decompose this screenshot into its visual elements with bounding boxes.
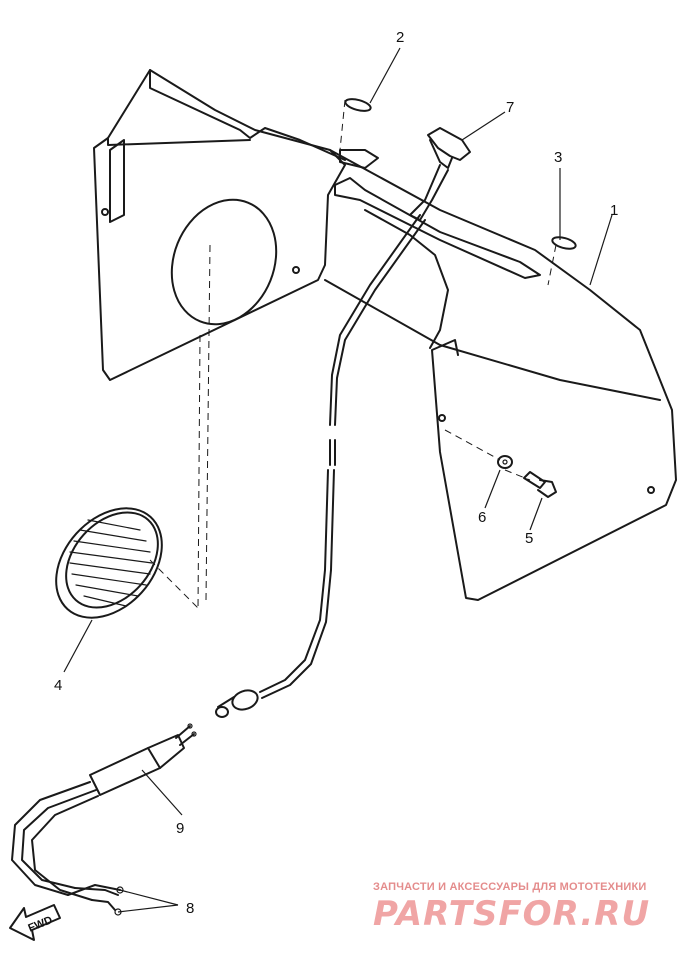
watermark-tagline: ЗАПЧАСТИ И АКСЕССУАРЫ ДЛЯ МОТОТЕХНИКИ	[373, 881, 646, 893]
callout-1: 1	[610, 202, 618, 219]
speaker-grille	[55, 507, 163, 619]
callout-5: 5	[525, 530, 533, 547]
projection-lines	[149, 99, 557, 611]
bolt	[523, 471, 557, 498]
callout-6: 6	[478, 509, 486, 526]
grille-slats	[69, 519, 153, 607]
washer	[497, 455, 513, 469]
choke-cable	[259, 209, 449, 699]
callout-7: 7	[506, 99, 514, 116]
callout-8: 8	[186, 900, 194, 917]
callout-leaders	[63, 47, 613, 913]
callout-2: 2	[396, 29, 404, 46]
callout-4: 4	[54, 677, 62, 694]
watermark-brand: PARTSFOR.RU	[373, 894, 650, 934]
callout-9: 9	[176, 820, 184, 837]
callout-3: 3	[554, 149, 562, 166]
side-cover-panel	[93, 69, 677, 601]
throttle-cable-assembly	[11, 723, 197, 916]
callout-numbers: 1 2 3 4 5 6 7 8 9	[54, 29, 618, 917]
forward-direction-arrow: FWD	[9, 904, 61, 941]
grommet-3	[551, 236, 577, 250]
cable-end-fitting	[215, 689, 259, 718]
fwd-label: FWD	[26, 914, 54, 935]
grommet-2	[344, 98, 372, 112]
watermark: ЗАПЧАСТИ И АКСЕССУАРЫ ДЛЯ МОТОТЕХНИКИ PA…	[373, 881, 650, 934]
choke-knob	[409, 127, 471, 221]
